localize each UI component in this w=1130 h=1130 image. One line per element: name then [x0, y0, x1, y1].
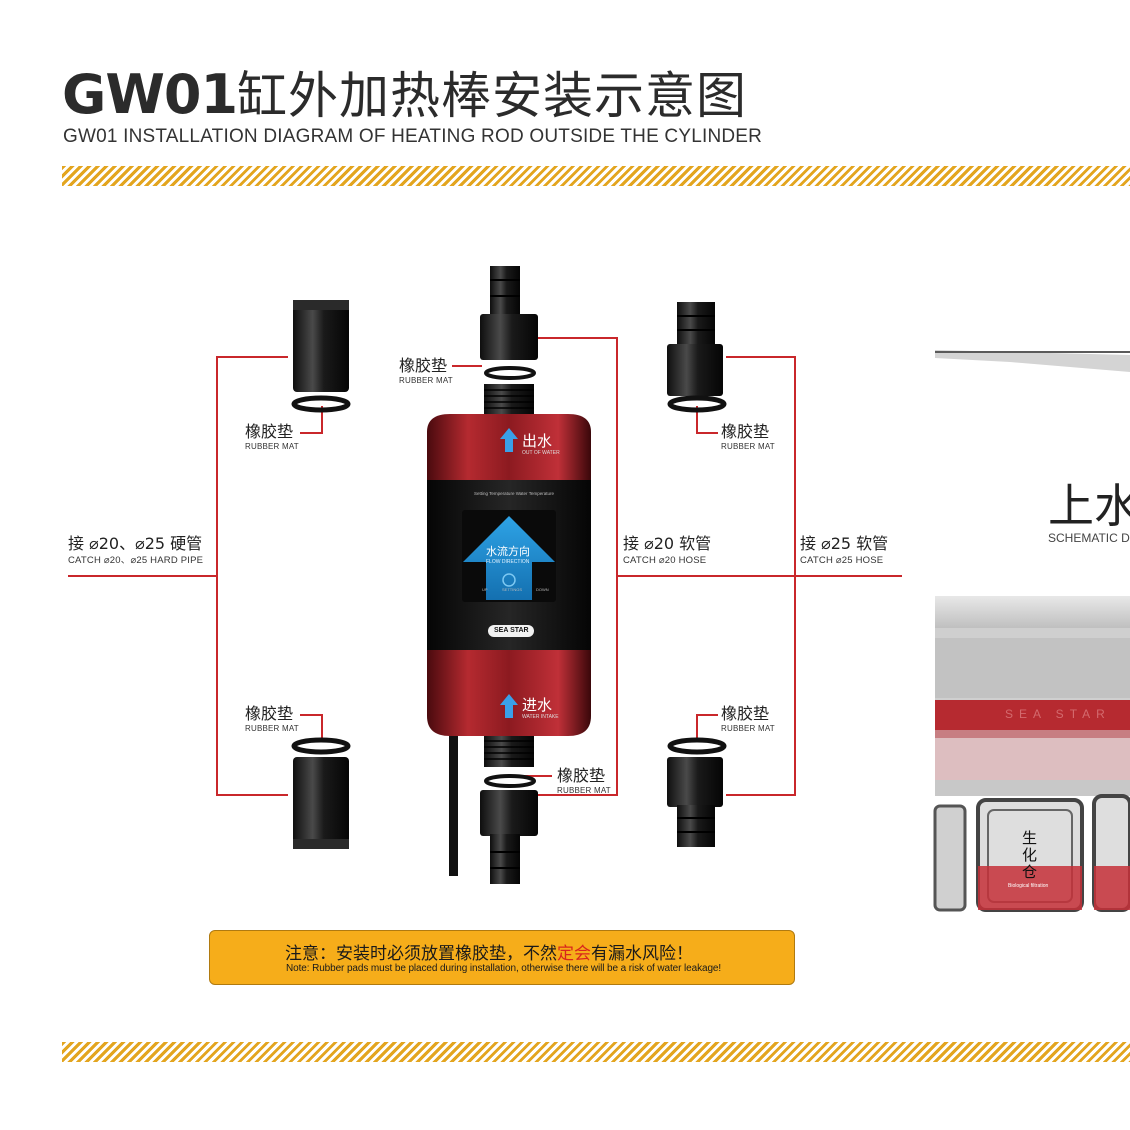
rubber-mat-label-right-top: 橡胶垫 RUBBER MAT: [721, 422, 775, 451]
rubber-mat-label-left-top: 橡胶垫 RUBBER MAT: [245, 422, 299, 451]
water-in-label: 进水 WATER INTAKE: [522, 696, 559, 720]
title-model: GW01: [62, 63, 238, 126]
warning-text-english: Note: Rubber pads must be placed during …: [286, 963, 722, 974]
flow-direction-en: FLOW DIRECTION: [486, 559, 530, 565]
screen-button-down: DOWN: [536, 587, 549, 592]
hard-pipe-fitting-top: [291, 300, 351, 413]
warning-text-chinese: 注意：安装时必须放置橡胶垫，不然定会有漏水风险！: [285, 944, 693, 964]
compartment-label-en: Biological filtration: [1008, 883, 1049, 889]
screen-button-settings: SETTINGS: [502, 587, 523, 592]
aquarium-illustration: [933, 350, 1130, 912]
brand-logo: SEA STAR: [494, 627, 529, 634]
side-panel-title: 上水: [1048, 479, 1130, 533]
water-out-label: 出水 OUT OF WATER: [522, 432, 560, 456]
flow-direction-cn: 水流方向: [486, 545, 530, 558]
rubber-mat-label-right-bottom: 橡胶垫 RUBBER MAT: [721, 704, 775, 733]
hose-fitting-20-bottom: [480, 774, 538, 884]
hard-pipe-fitting-bottom: [291, 737, 351, 849]
screen-button-up: UP: [482, 587, 488, 592]
rubber-mat-label-center-bottom: 橡胶垫 RUBBER MAT: [557, 766, 611, 795]
hose-20-label: 接 ⌀20 软管 CATCH ⌀20 HOSE: [623, 534, 712, 566]
top-stripe-divider: [62, 166, 1130, 186]
hose-fitting-25-bottom: [667, 737, 727, 847]
hose-fitting-20-top: [480, 266, 538, 380]
rubber-mat-label-center-top: 橡胶垫 RUBBER MAT: [399, 356, 453, 385]
hose-fitting-25-top: [667, 302, 727, 413]
hard-pipe-label: 接 ⌀20、⌀25 硬管 CATCH ⌀20、⌀25 HARD PIPE: [68, 534, 204, 566]
page-title: GW01 缸外加热棒安装示意图: [62, 56, 747, 126]
title-english: GW01 INSTALLATION DIAGRAM OF HEATING ROD…: [63, 126, 763, 147]
compartment-label: 生化仓: [1022, 829, 1038, 881]
screen-header: Setting Temperature Water Temperature: [474, 491, 554, 496]
bottom-stripe-divider: [62, 1042, 1130, 1062]
rubber-mat-label-left-bottom: 橡胶垫 RUBBER MAT: [245, 704, 299, 733]
side-panel-subtitle: SCHEMATIC D: [1048, 531, 1130, 545]
side-panel-brand: SEA STAR: [1005, 707, 1111, 721]
title-chinese: 缸外加热棒安装示意图: [237, 67, 748, 125]
heater-device: [427, 384, 591, 876]
warning-box: [209, 930, 795, 985]
connector-lines: [68, 337, 902, 796]
hose-25-label: 接 ⌀25 软管 CATCH ⌀25 HOSE: [800, 534, 889, 566]
